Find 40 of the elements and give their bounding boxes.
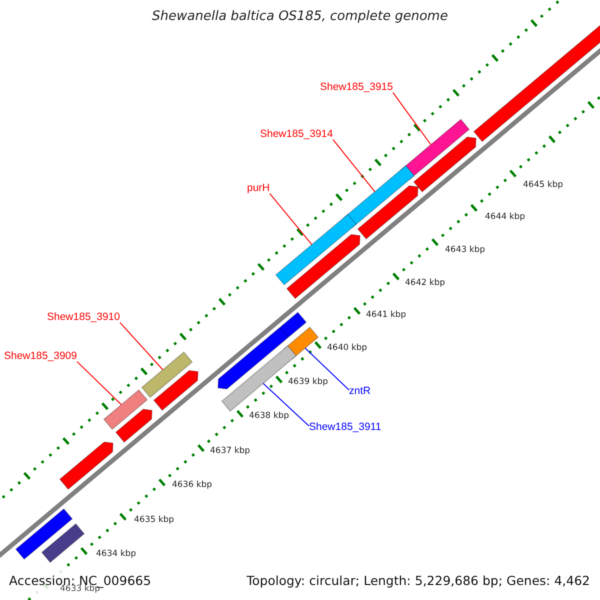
leader-line — [76, 361, 122, 406]
scale-label: 4644 kbp — [485, 213, 526, 222]
scale-label: 4639 kbp — [288, 378, 328, 388]
gene-label: Shew185_3914 — [260, 129, 333, 141]
leader-line — [332, 139, 376, 192]
map-title: Shewanella baltica OS185, complete genome — [151, 10, 449, 24]
gene-bar — [217, 326, 289, 390]
scale-label: 4641 kbp — [366, 311, 406, 320]
leader-line — [119, 322, 164, 370]
gene-bar — [286, 234, 361, 300]
leader-line — [269, 193, 312, 246]
gene-bar — [103, 389, 148, 430]
gene-bar — [413, 136, 477, 193]
scale-label: 4643 kbp — [445, 246, 486, 256]
gene-bar — [115, 408, 153, 443]
gene-label: zntR — [349, 386, 371, 398]
gene-label: Shew185_3915 — [320, 82, 393, 94]
leader-line — [392, 92, 432, 146]
gene-bar — [41, 523, 85, 564]
scale-label: 4635 kbp — [134, 516, 174, 526]
scale-label: 4634 kbp — [96, 550, 136, 560]
scale-label: 4640 kbp — [327, 344, 368, 354]
gene-bar — [153, 370, 199, 411]
scale-label: 4636 kbp — [172, 481, 212, 490]
genome-info-label: Topology: circular; Length: 5,229,686 bp; Genes: 4,462 — [246, 574, 590, 588]
leader-line — [262, 382, 310, 426]
gene-label: Shew185_3909 — [4, 351, 77, 363]
gene-bar — [15, 508, 73, 560]
scale-label: 4642 kbp — [405, 279, 446, 288]
gene-bar — [141, 351, 193, 398]
gene-bar — [357, 185, 419, 240]
leader-line — [304, 348, 350, 390]
gene-bar — [59, 441, 114, 490]
gene-label: purH — [247, 183, 270, 195]
scale-label: 4638 kbp — [249, 412, 290, 422]
gene-bar — [275, 214, 357, 286]
gene-label: Shew185_3910 — [47, 312, 120, 324]
scale-label: 4645 kbp — [523, 181, 564, 190]
scale-label: 4637 kbp — [210, 447, 250, 456]
gene-label: Shew185_3911 — [309, 422, 382, 434]
